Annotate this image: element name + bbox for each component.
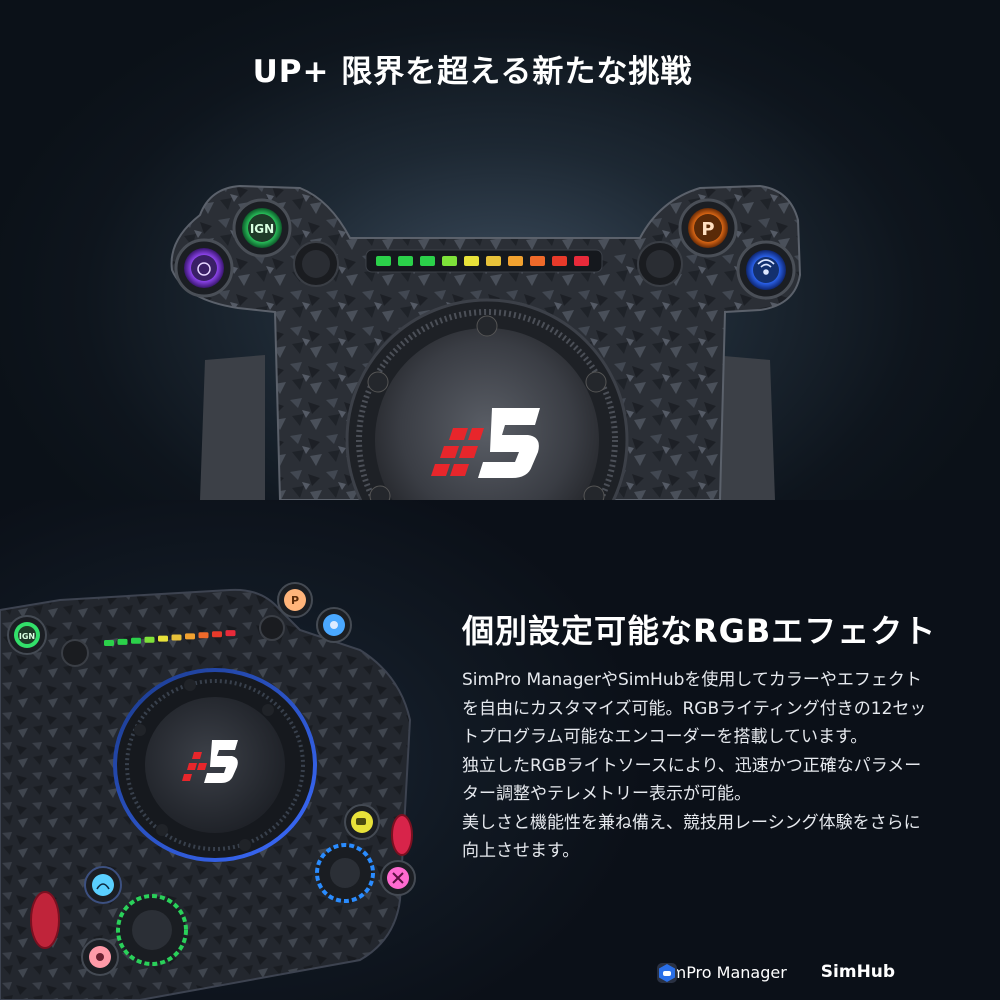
feature-paragraph: 美しさと機能性を兼ね備え、競技用レーシング体験をさらに向上させます。 [462,812,921,862]
hero-section: IGN P [0,0,1000,500]
right-grip [712,355,775,500]
hub-bolt [134,724,146,736]
headlight-button[interactable] [344,804,380,840]
rev-led [158,635,168,642]
rev-led [420,256,435,266]
stopwatch-button[interactable] [174,238,234,298]
rev-leds-angled [104,630,236,646]
rev-led [212,631,222,638]
rev-led [486,256,501,266]
rev-leds [376,256,589,266]
hub-bolt [156,824,168,836]
brand-logos: SimPro Manager SimHub [656,962,896,983]
rev-led [442,256,457,266]
rev-led [198,632,209,639]
wheel-front-illustration: IGN P [170,184,802,500]
pit-label: P [701,219,714,240]
feature-paragraph: SimPro ManagerやSimHubを使用してカラーやエフェクトを自由にカ… [462,670,927,747]
simhub-label: SimHub [820,962,896,982]
close-icon [392,872,404,884]
right-rotary-knob-angled[interactable] [259,615,285,641]
radio-button-angled[interactable] [316,607,352,643]
hub-bolt [262,704,274,716]
pit-button[interactable]: P [678,198,738,258]
rev-led [144,636,155,643]
headlight-icon [356,818,366,825]
headline: UP+ 限界を超える新たな挑戦 [252,54,693,90]
rev-led [131,637,141,644]
hub-bolt [367,371,389,393]
rev-led [225,630,236,637]
right-rotary-knob[interactable] [637,241,683,287]
stopwatch-icon [197,262,211,276]
rev-led [171,634,182,641]
radio-signal-icon [330,621,338,629]
wiper-button[interactable] [84,866,122,904]
wiper-icon [96,883,110,890]
hub-bolt [239,839,251,851]
hub-bolt [369,485,391,500]
right-encoder[interactable] [315,843,375,903]
simagic-5-logo [182,740,238,783]
red-thumb-encoder[interactable] [30,891,60,949]
hub-bolt [585,371,607,393]
feature-description: SimPro ManagerやSimHubを使用してカラーやエフェクトを自由にカ… [462,666,932,866]
hub-bolt [184,679,196,691]
rev-led [104,640,114,646]
rev-led [464,256,479,266]
ign-button[interactable]: IGN [232,198,292,258]
hub-bolt [476,315,498,337]
left-rotary-knob-angled[interactable] [61,639,89,667]
rev-led [185,633,195,640]
rev-led [552,256,567,266]
wheel-angled-illustration: IGN P [0,582,416,1000]
rev-led [508,256,523,266]
rev-led [376,256,391,266]
feature-title: 個別設定可能なRGBエフェクト [462,612,937,650]
left-rotary-knob[interactable] [293,241,339,287]
wheel-hub [345,298,629,500]
feature-paragraph: 独立したRGBライトソースにより、迅速かつ正確なパラメーター調整やテレメトリー表… [462,755,922,805]
simhub-logo [659,964,675,982]
simhub-brand: SimHub [659,962,896,982]
left-grip [200,355,265,500]
rev-led [530,256,545,266]
feature-section: IGN P [0,500,1000,1000]
simpro-manager-label: SimPro Manager [656,962,787,982]
radio-button[interactable] [736,240,796,300]
sun-icon [96,953,104,961]
rev-led-bar [365,249,603,273]
rev-led [117,638,128,645]
sun-button[interactable] [81,938,119,976]
pit-button-angled[interactable]: P [277,582,313,618]
simagic-5-logo [431,408,540,478]
pit-label: P [291,594,299,607]
radio-signal-icon [757,259,775,275]
cancel-button[interactable] [380,860,416,896]
left-encoder[interactable] [116,894,188,966]
ign-label: IGN [250,222,274,236]
hub-bolt [583,485,605,500]
ign-label: IGN [19,632,35,641]
red-side-encoder[interactable] [391,814,413,856]
rev-led [574,256,589,266]
ign-button-angled[interactable]: IGN [7,615,47,655]
rev-led [398,256,413,266]
